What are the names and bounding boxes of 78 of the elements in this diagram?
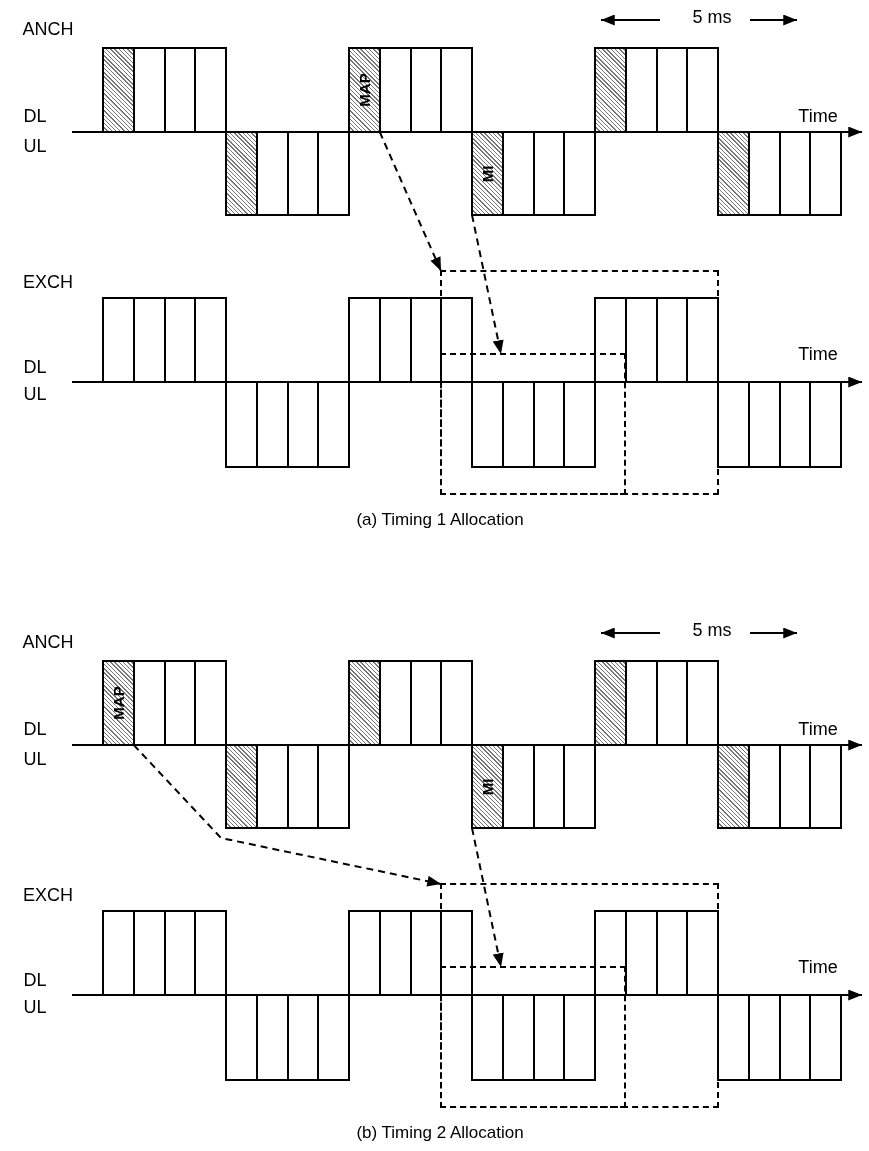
- slot-label: MI: [479, 778, 495, 795]
- time-slot: [440, 910, 473, 996]
- hatched-time-slot: [102, 660, 135, 746]
- time-slot: [317, 744, 350, 829]
- direction-label: UL: [23, 137, 47, 157]
- channel-label: EXCH: [23, 886, 73, 906]
- time-slot: [194, 660, 227, 746]
- time-slot: [563, 381, 596, 468]
- time-slot: [563, 131, 596, 216]
- time-slot: [686, 47, 719, 133]
- time-slot: [686, 910, 719, 996]
- time-slot: [563, 744, 596, 829]
- dashed-region: [440, 883, 719, 1108]
- channel-label: ANCH: [22, 20, 74, 40]
- hatched-time-slot: [225, 131, 258, 216]
- hatched-time-slot: [348, 47, 381, 133]
- hatched-time-slot: [594, 47, 627, 133]
- time-slot: [440, 47, 473, 133]
- time-slot: [440, 297, 473, 383]
- time-slot: [809, 994, 842, 1081]
- time-slot: [225, 381, 258, 468]
- direction-label: UL: [23, 998, 47, 1018]
- dashed-region: [440, 270, 719, 495]
- channel-label: ANCH: [22, 633, 74, 653]
- time-slot: [440, 660, 473, 746]
- slot-label: MAP: [356, 73, 372, 107]
- time-slot: [102, 297, 135, 383]
- time-slot: [471, 381, 504, 468]
- figure-caption: (b) Timing 2 Allocation: [356, 1123, 524, 1143]
- dashed-region: [440, 966, 626, 1108]
- slot-label: MI: [479, 165, 495, 182]
- dashed-region: [440, 353, 626, 495]
- time-slot: [348, 910, 381, 996]
- time-slot: [594, 910, 627, 996]
- hatched-time-slot: [471, 744, 504, 829]
- direction-label: DL: [23, 358, 47, 378]
- time-slot: [809, 381, 842, 468]
- hatched-time-slot: [225, 744, 258, 829]
- time-slot: [225, 994, 258, 1081]
- channel-label: EXCH: [23, 273, 73, 293]
- time-slot: [686, 660, 719, 746]
- hatched-time-slot: [348, 660, 381, 746]
- time-slot: [348, 297, 381, 383]
- arrow: [471, 214, 504, 355]
- time-slot: [809, 744, 842, 829]
- time-slot: [317, 131, 350, 216]
- duration-label: 5 ms: [692, 8, 732, 28]
- time-slot: [686, 297, 719, 383]
- time-slot: [809, 131, 842, 216]
- time-slot: [317, 994, 350, 1081]
- time-slot: [317, 381, 350, 468]
- axis-label: Time: [798, 958, 838, 978]
- direction-label: UL: [23, 750, 47, 770]
- time-slot: [563, 994, 596, 1081]
- axis-label: Time: [798, 107, 838, 127]
- direction-label: DL: [23, 720, 47, 740]
- direction-label: DL: [23, 971, 47, 991]
- time-slot: [102, 910, 135, 996]
- hatched-time-slot: [717, 131, 750, 216]
- slot-label: MAP: [110, 686, 126, 720]
- hatched-time-slot: [471, 131, 504, 216]
- hatched-time-slot: [594, 660, 627, 746]
- axis-label: Time: [798, 720, 838, 740]
- time-slot: [194, 297, 227, 383]
- arrow: [132, 744, 442, 887]
- figure-caption: (a) Timing 1 Allocation: [356, 510, 524, 530]
- time-slot: [471, 994, 504, 1081]
- time-slot: [594, 297, 627, 383]
- direction-label: DL: [23, 107, 47, 127]
- time-slot: [194, 47, 227, 133]
- time-slot: [194, 910, 227, 996]
- arrow: [378, 131, 442, 272]
- duration-label: 5 ms: [692, 621, 732, 641]
- hatched-time-slot: [102, 47, 135, 133]
- axis-label: Time: [798, 345, 838, 365]
- hatched-time-slot: [717, 744, 750, 829]
- direction-label: UL: [23, 385, 47, 405]
- arrow: [471, 827, 504, 968]
